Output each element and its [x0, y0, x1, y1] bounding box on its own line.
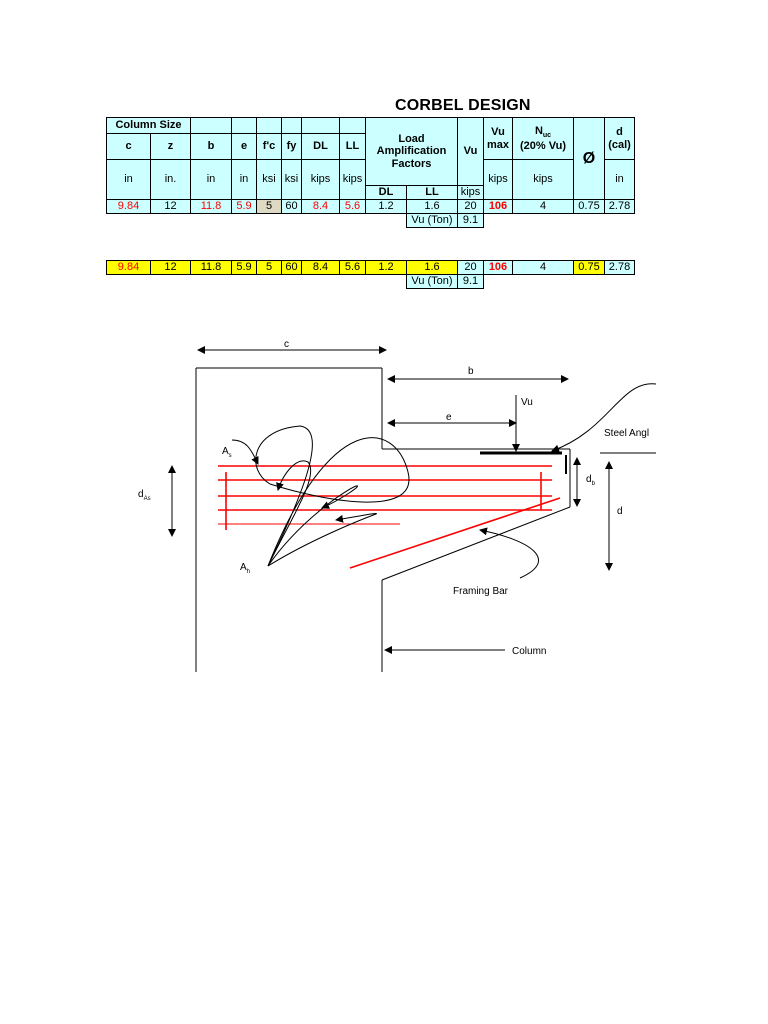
fy-unit: ksi: [281, 159, 302, 200]
vu-ton-value: 9.1: [457, 213, 484, 228]
e-value: 5.9: [231, 199, 257, 214]
vu-ton-value-2: 9.1: [457, 274, 484, 289]
z-unit: in.: [150, 159, 191, 200]
b-header: b: [190, 133, 232, 160]
svg-text:d: d: [617, 506, 623, 517]
dl-header: DL: [301, 133, 340, 160]
dimension-d: d: [605, 461, 623, 571]
z-value-2: 12: [150, 260, 191, 275]
column-size-header: Column Size: [106, 117, 191, 134]
vu-max-value: 106: [483, 199, 513, 214]
dimension-b: b: [387, 366, 569, 383]
amp-dl-value: 1.2: [365, 199, 407, 214]
c-value-2: 9.84: [106, 260, 151, 275]
svg-text:e: e: [446, 412, 452, 423]
steel-angle-label: Steel Angl: [604, 428, 649, 439]
as-label: As: [222, 446, 232, 459]
phi-header: Ø: [573, 117, 605, 200]
d-value-2: 2.78: [604, 260, 635, 275]
amp-dl-value-2: 1.2: [365, 260, 407, 275]
d-value: 2.78: [604, 199, 635, 214]
page-title: CORBEL DESIGN: [395, 97, 531, 114]
vu-max-unit: kips: [483, 159, 513, 200]
c-header: c: [106, 133, 151, 160]
steel-angle-leader: [551, 383, 657, 453]
dl-value-2: 8.4: [301, 260, 340, 275]
vu-load-arrow: Vu: [512, 395, 533, 452]
vu-ton-label: Vu (Ton): [406, 213, 458, 228]
corbel-table: Column Size Load Amplification Factors V…: [106, 117, 635, 228]
load-amplification-header: Load Amplification Factors: [365, 117, 458, 186]
fc-header: f'c: [256, 133, 282, 160]
z-value: 12: [150, 199, 191, 214]
z-header: z: [150, 133, 191, 160]
dimension-db: db: [573, 457, 596, 507]
dl-value: 8.4: [301, 199, 340, 214]
ll-header: LL: [339, 133, 366, 160]
column-outline: [195, 367, 571, 672]
framing-bar-leader: [479, 527, 540, 579]
vu-value-2: 20: [457, 260, 484, 275]
ah-label: Ah: [240, 562, 250, 575]
e-unit: in: [231, 159, 257, 200]
nuc-value: 4: [512, 199, 574, 214]
reinforcement-bars: [218, 465, 561, 569]
c-unit: in: [106, 159, 151, 200]
svg-text:b: b: [468, 366, 474, 377]
dimension-e: e: [387, 412, 517, 427]
svg-text:Vu: Vu: [521, 397, 533, 408]
vu-max-header: Vu max: [483, 117, 513, 160]
dimension-c: c: [197, 339, 387, 354]
d-unit: in: [604, 159, 635, 200]
b-value: 11.8: [190, 199, 232, 214]
fy-value-2: 60: [281, 260, 302, 275]
nuc-unit: kips: [512, 159, 574, 200]
b-value-2: 11.8: [190, 260, 232, 275]
phi-value-2: 0.75: [573, 260, 605, 275]
ll-value-2: 5.6: [339, 260, 366, 275]
nuc-value-2: 4: [512, 260, 574, 275]
svg-text:db: db: [586, 474, 596, 487]
as-leader: [231, 439, 259, 465]
vu-max-value-2: 106: [483, 260, 513, 275]
c-value: 9.84: [106, 199, 151, 214]
d-cal-header: d (cal): [604, 117, 635, 160]
ll-unit: kips: [339, 159, 366, 200]
vu-ton-label-2: Vu (Ton): [406, 274, 458, 289]
dl-unit: kips: [301, 159, 340, 200]
fc-value: 5: [256, 199, 282, 214]
nuc-header: Nuc (20% Vu): [512, 117, 574, 160]
svg-text:dAs: dAs: [138, 489, 151, 502]
vu-header: Vu: [457, 117, 484, 186]
fc-unit: ksi: [256, 159, 282, 200]
amp-ll-value-2: 1.6: [406, 260, 458, 275]
framing-bar-label: Framing Bar: [453, 586, 509, 597]
ah-leaders: [255, 425, 410, 567]
fc-value-2: 5: [256, 260, 282, 275]
column-label: Column: [512, 646, 546, 657]
dimension-d-as: dAs: [138, 465, 176, 537]
svg-text:c: c: [284, 339, 289, 350]
fy-value: 60: [281, 199, 302, 214]
ll-value: 5.6: [339, 199, 366, 214]
corbel-table-copy: 9.84 12 11.8 5.9 5 60 8.4 5.6 1.2 1.6 20…: [106, 260, 635, 289]
